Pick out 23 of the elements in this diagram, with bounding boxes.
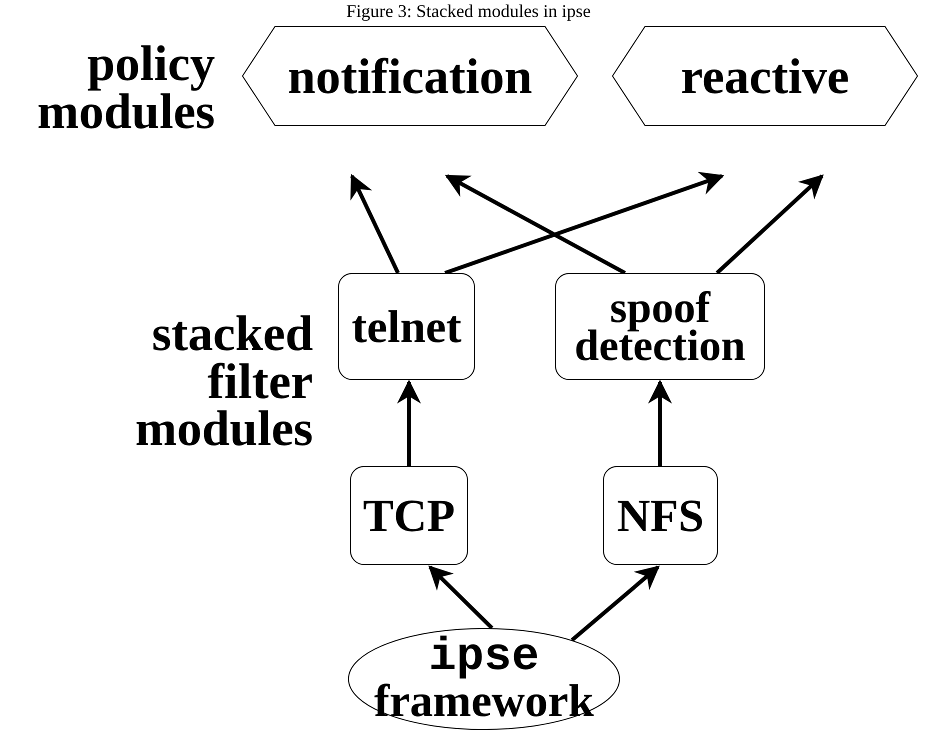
figure-caption: Figure 3: Stacked modules in ipse	[345, 1, 592, 21]
module-box	[350, 466, 468, 565]
node-label: ipse	[428, 638, 540, 677]
arrow	[570, 565, 660, 642]
tier-label: stacked filter modules	[134, 310, 313, 452]
arrow	[716, 174, 824, 274]
module-box	[603, 466, 718, 565]
tier-label: policy modules	[36, 40, 215, 135]
arrow	[648, 380, 672, 466]
arrow	[350, 174, 400, 274]
arrow	[397, 380, 421, 466]
arrow	[444, 174, 626, 275]
arrow	[444, 172, 724, 275]
node-label: notification	[288, 54, 532, 98]
module-box	[555, 273, 765, 380]
node-label: telnet	[352, 306, 462, 346]
node-label: spoof detection	[573, 289, 747, 364]
node-label: NFS	[617, 496, 704, 536]
arrow	[428, 565, 494, 630]
node-label: reactive	[680, 54, 850, 98]
node-label: framework	[374, 681, 594, 720]
node-label: TCP	[363, 496, 455, 536]
module-box	[338, 273, 475, 380]
